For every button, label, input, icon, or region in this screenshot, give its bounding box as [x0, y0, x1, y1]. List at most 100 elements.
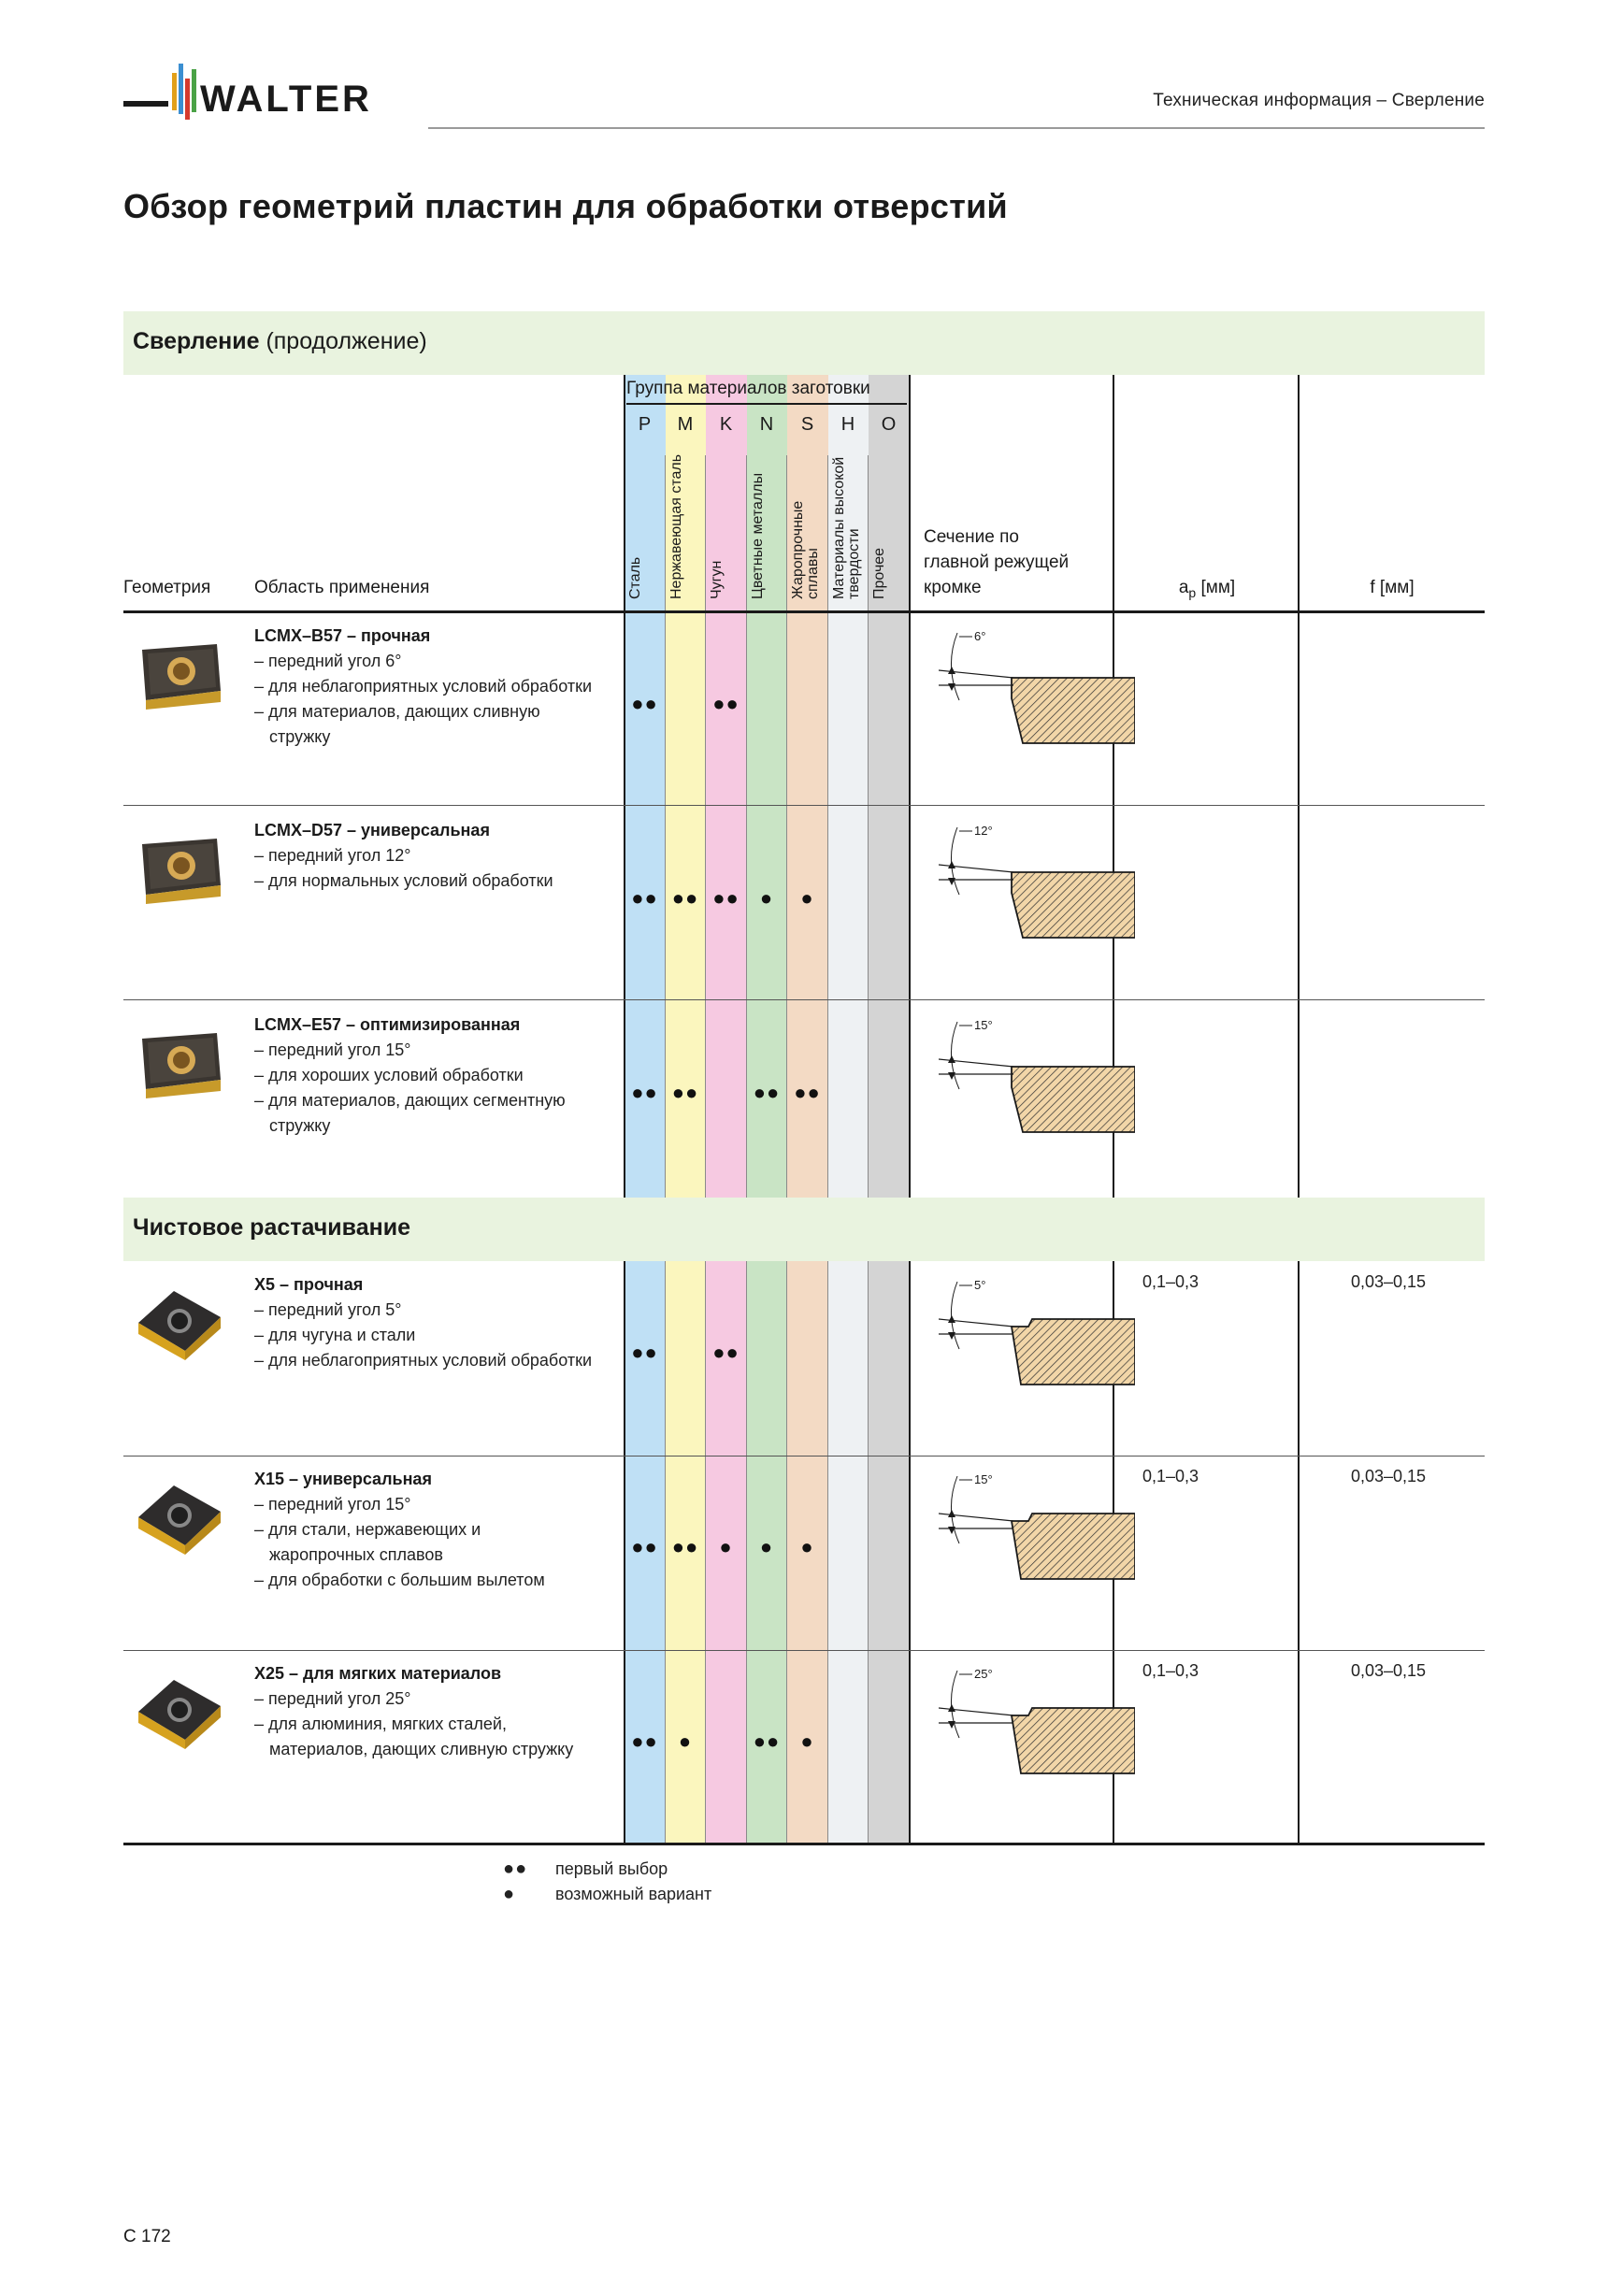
column-divider — [786, 1261, 787, 1844]
legend-possible-label: возможный вариант — [555, 1885, 712, 1903]
material-column-n — [746, 1261, 787, 1844]
application-line: – для нормальных условий обработки — [254, 871, 553, 890]
row-divider — [123, 999, 1485, 1000]
section-title-drilling: Сверление — [133, 328, 260, 354]
material-label-k: Чугун — [709, 560, 725, 599]
table-rule-thick — [123, 610, 1485, 613]
material-column-s — [787, 375, 828, 1198]
cross-section-diagram: 12° — [939, 824, 1135, 939]
insert-photo — [138, 1291, 221, 1360]
geometry-name: X15 – универсальная — [254, 1470, 432, 1488]
legend-possible: ●возможный вариант — [503, 1882, 711, 1907]
suitability-mark-p: ●● — [631, 1535, 658, 1558]
table-row: X25 – для мягких материалов– передний уг… — [123, 1650, 1485, 1844]
suitability-mark-m: ●● — [671, 1535, 699, 1558]
insert-photo — [138, 1485, 221, 1555]
column-divider — [624, 1261, 625, 1844]
insert-photo — [142, 644, 221, 710]
ap-header: ap [мм] — [1178, 578, 1236, 600]
material-column-n — [746, 375, 787, 1198]
header-section-title: Техническая информация – Сверление — [1153, 91, 1485, 110]
cross-section-diagram: 15° — [939, 1018, 1135, 1133]
walter-logo: WALTER — [123, 64, 372, 120]
row-divider — [123, 1650, 1485, 1651]
ap-value: 0,1–0,3 — [1142, 1661, 1199, 1680]
cross-section-diagram: 5° — [939, 1278, 1135, 1385]
suitability-mark-m: ●● — [671, 1081, 699, 1104]
row-divider — [123, 1456, 1485, 1457]
application-line: жаропрочных сплавов — [269, 1545, 443, 1564]
column-divider — [1113, 375, 1114, 1198]
column-divider — [826, 455, 828, 1198]
legend-first-choice-label: первый выбор — [555, 1859, 668, 1878]
application-line: – передний угол 15° — [254, 1040, 411, 1059]
page-number: C 172 — [123, 2227, 171, 2246]
suitability-mark-p: ●● — [631, 1081, 658, 1104]
suitability-mark-n: ● — [759, 886, 774, 910]
application-description: X25 – для мягких материалов– передний уг… — [254, 1661, 628, 1762]
brand-wordmark: WALTER — [200, 79, 372, 120]
column-divider — [868, 455, 869, 1198]
application-line: – для материалов, дающих сливную — [254, 702, 540, 721]
table-rule-thick — [123, 1843, 1485, 1845]
insert-photo — [142, 839, 221, 904]
material-label-m: Нержавеющая сталь — [668, 453, 684, 599]
material-column-k — [706, 1261, 747, 1844]
application-line: – для неблагоприятных условий обработки — [254, 1351, 593, 1370]
column-divider — [664, 455, 666, 1198]
application-line: – для чугуна и стали — [254, 1326, 416, 1344]
material-letter-s: S — [800, 414, 814, 435]
column-divider — [868, 1261, 869, 1844]
header-divider — [428, 127, 1485, 129]
column-divider — [745, 455, 747, 1198]
application-header: Область применения — [254, 578, 430, 597]
application-description: LCMX–B57 – прочная– передний угол 6°– дл… — [254, 624, 628, 750]
application-line: стружку — [269, 727, 331, 746]
material-label-s: Жаропрочные сплавы — [790, 500, 821, 599]
column-divider — [705, 1261, 706, 1844]
application-line: – для хороших условий обработки — [254, 1066, 524, 1084]
material-column-s — [787, 1261, 828, 1844]
suitability-mark-p: ●● — [631, 1729, 658, 1753]
cross-section-diagram: 15° — [939, 1472, 1135, 1580]
legend: ●●первый выбор ●возможный вариант — [503, 1857, 711, 1907]
suitability-mark-p: ●● — [631, 886, 658, 910]
rake-angle-label: 6° — [974, 629, 985, 643]
application-description: X5 – прочная– передний угол 5°– для чугу… — [254, 1272, 628, 1373]
suitability-mark-k: ●● — [712, 1341, 740, 1364]
geometry-header: Геометрия — [123, 578, 211, 597]
geometry-name: X5 – прочная — [254, 1275, 364, 1294]
suitability-mark-s: ●● — [794, 1081, 821, 1104]
application-line: – для неблагоприятных условий обработки — [254, 677, 593, 696]
rake-angle-label: 15° — [974, 1472, 993, 1486]
material-group-rule — [626, 403, 907, 405]
material-column-p — [625, 1261, 666, 1844]
ap-value: 0,1–0,3 — [1142, 1272, 1199, 1291]
column-divider — [664, 1261, 666, 1844]
suitability-mark-s: ● — [800, 886, 814, 910]
section-subtitle-drilling: (продолжение) — [266, 328, 427, 354]
material-label-p: Сталь — [627, 556, 643, 599]
material-column-k — [706, 375, 747, 1198]
f-header: f [мм] — [1370, 578, 1415, 597]
rake-angle-label: 15° — [974, 1018, 993, 1032]
material-letter-k: K — [719, 414, 733, 435]
insert-photo — [142, 1033, 221, 1098]
geometry-name: LCMX–E57 – оптимизированная — [254, 1015, 521, 1034]
geometry-name: X25 – для мягких материалов — [254, 1664, 502, 1683]
cross-section-header-line: главной режущей — [924, 552, 1070, 572]
column-divider — [786, 455, 787, 1198]
table-row: X5 – прочная– передний угол 5°– для чугу… — [123, 1261, 1485, 1456]
cross-section-diagram: 6° — [939, 629, 1135, 744]
suitability-mark-p: ●● — [631, 692, 658, 715]
application-line: стружку — [269, 1116, 331, 1135]
column-divider — [705, 455, 706, 1198]
suitability-mark-n: ●● — [753, 1729, 781, 1753]
material-column-o — [869, 375, 910, 1198]
material-label-o: Прочее — [871, 547, 887, 599]
column-divider — [908, 375, 911, 1198]
application-line: материалов, дающих сливную стружку — [269, 1740, 574, 1758]
material-label-n: Цветные металлы — [749, 472, 766, 599]
geometry-name: LCMX–D57 – универсальная — [254, 821, 490, 839]
suitability-mark-s: ● — [800, 1729, 814, 1753]
